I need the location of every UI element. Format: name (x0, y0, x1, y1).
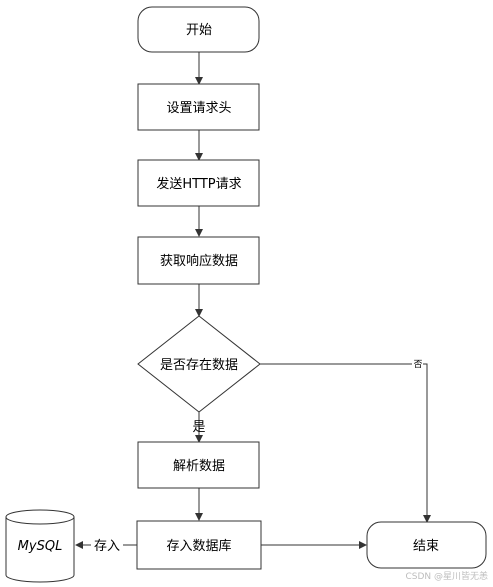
set-headers-node (137, 83, 260, 131)
save-db-node (136, 520, 262, 570)
decision-node (137, 315, 261, 413)
watermark-text: CSDN @星川皆无恙 (405, 570, 488, 582)
get-response-node (137, 236, 260, 285)
end-node (366, 521, 487, 569)
decision-label: 是否存在数据 (160, 358, 238, 373)
parse-data-label: 解析数据 (173, 459, 225, 474)
set-headers-label: 设置请求头 (166, 101, 231, 116)
get-response-label: 获取响应数据 (160, 253, 238, 269)
mysql-label: MySQL (18, 539, 63, 554)
yes-label: 是 (192, 420, 205, 435)
no-label: 否 (413, 359, 422, 370)
send-request-node (137, 159, 260, 207)
parse-data-node (137, 441, 260, 489)
send-request-label: 发送HTTP请求 (156, 176, 241, 192)
mysql-database-icon (5, 509, 75, 583)
save-in-label-bg (91, 537, 123, 553)
save-in-label: 存入 (94, 539, 120, 554)
no-label-bg (412, 358, 423, 369)
start-label: 开始 (186, 23, 212, 38)
save-db-label: 存入数据库 (166, 538, 231, 554)
edge-decision-no-to-end (260, 363, 431, 523)
start-node (137, 6, 260, 53)
end-label: 结束 (413, 539, 439, 554)
